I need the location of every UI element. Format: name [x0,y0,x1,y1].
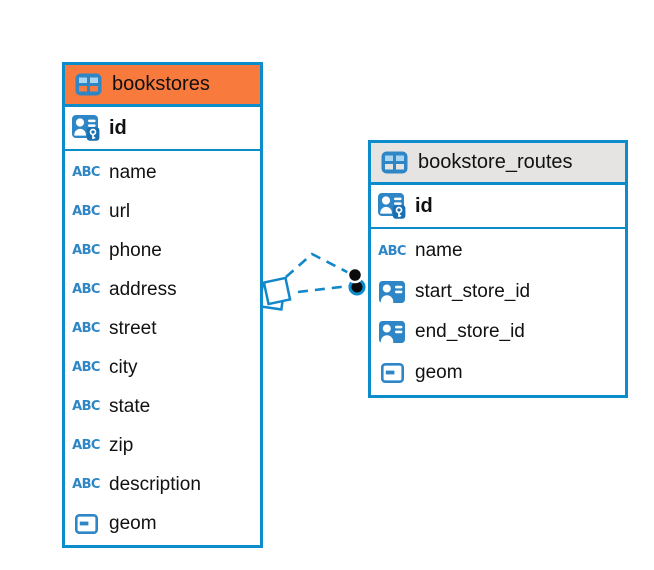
column-name: id [109,116,127,139]
column-row-phone[interactable]: ABC phone [65,231,260,270]
entity-table-bookstore-routes[interactable]: bookstore_routes id ABC name start_store_… [368,140,628,398]
column-name: street [109,317,157,339]
table-icon [72,73,104,96]
column-row-description[interactable]: ABC description [65,465,260,504]
geometry-type-icon [70,513,102,534]
column-list: ABC name ABC url ABC phone ABC address ABC st… [65,151,260,545]
column-row-id[interactable]: id [65,107,260,151]
table-header-bookstore-routes[interactable]: bookstore_routes [371,143,625,185]
column-name: geom [109,512,157,534]
text-type-glyph: ABC [72,204,100,219]
primary-key-icon [70,114,102,142]
connector-square-marker [258,276,292,311]
text-type-glyph: ABC [72,477,100,492]
text-type-icon: ABC [70,477,102,492]
primary-key-icon [376,192,408,220]
text-type-glyph: ABC [72,243,100,258]
connector-endpoint-dot-lower [348,278,366,296]
text-type-glyph: ABC [72,282,100,297]
column-name: name [415,240,463,262]
column-row-name[interactable]: ABC name [65,153,260,192]
relationship-line-upper[interactable] [285,252,350,278]
connector-endpoint-dot-upper [346,266,364,284]
text-type-icon: ABC [70,360,102,375]
column-name: start_store_id [415,280,531,302]
column-name: id [415,194,433,217]
column-row-address[interactable]: ABC address [65,270,260,309]
column-row-geom[interactable]: geom [371,353,625,393]
column-row-street[interactable]: ABC street [65,309,260,348]
column-name: address [109,278,177,300]
text-type-icon: ABC [70,438,102,453]
column-name: geom [415,361,463,383]
column-row-name[interactable]: ABC name [371,231,625,271]
column-name: zip [109,434,134,456]
text-type-icon: ABC [376,244,408,259]
text-type-icon: ABC [70,282,102,297]
column-name: phone [109,239,162,261]
table-title: bookstore_routes [418,151,573,173]
column-row-start_store_id[interactable]: start_store_id [371,272,625,312]
text-type-glyph: ABC [72,360,100,375]
table-title: bookstores [112,73,210,95]
table-header-bookstores[interactable]: bookstores [65,65,260,107]
text-type-glyph: ABC [72,399,100,414]
column-row-city[interactable]: ABC city [65,348,260,387]
column-name: city [109,356,138,378]
column-name: url [109,200,131,222]
relationship-line-lower[interactable] [297,284,350,294]
entity-table-bookstores[interactable]: bookstores id ABC name ABC url ABC phone AB… [62,62,263,548]
text-type-icon: ABC [70,204,102,219]
column-row-state[interactable]: ABC state [65,387,260,426]
reference-type-icon [376,280,408,303]
geometry-type-icon [376,362,408,383]
column-name: end_store_id [415,321,525,343]
column-name: state [109,395,151,417]
column-list: ABC name start_store_id end_store_id geom [371,229,625,395]
text-type-icon: ABC [70,165,102,180]
text-type-glyph: ABC [378,243,406,259]
table-icon [378,151,410,174]
column-row-id[interactable]: id [371,185,625,229]
text-type-glyph: ABC [72,438,100,453]
column-row-geom[interactable]: geom [65,504,260,543]
text-type-icon: ABC [70,243,102,258]
text-type-icon: ABC [70,321,102,336]
column-row-url[interactable]: ABC url [65,192,260,231]
text-type-glyph: ABC [72,321,100,336]
text-type-glyph: ABC [72,165,100,180]
reference-type-icon [376,321,408,344]
column-name: name [109,161,157,183]
text-type-icon: ABC [70,399,102,414]
column-row-end_store_id[interactable]: end_store_id [371,312,625,352]
column-row-zip[interactable]: ABC zip [65,426,260,465]
column-name: description [109,473,201,495]
